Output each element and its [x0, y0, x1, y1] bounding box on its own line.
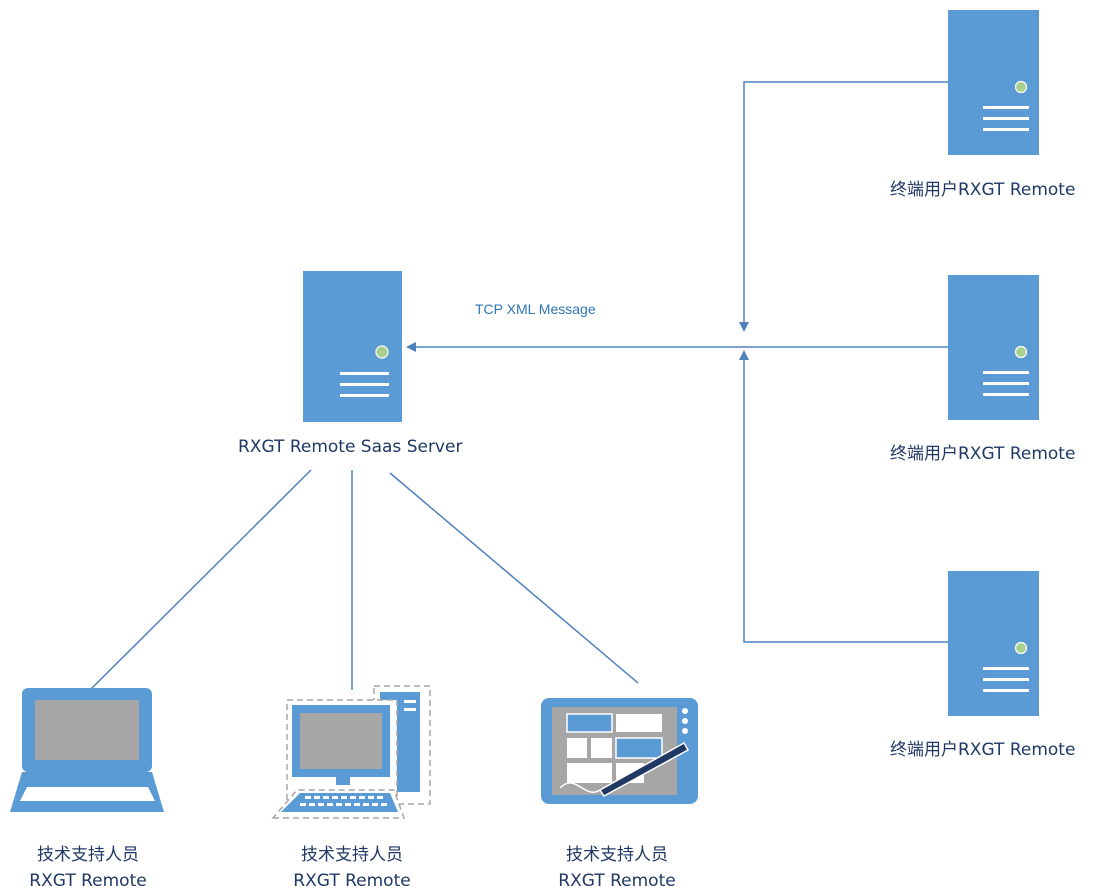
support-role-label: 技术支持人员 — [566, 845, 668, 865]
connector-end-user-1 — [739, 81, 948, 332]
central-server-icon — [303, 271, 402, 422]
end-user-connectors — [406, 81, 995, 643]
support-role-label: 技术支持人员 — [37, 845, 139, 865]
end-user-label-1: 终端用户RXGT Remote — [890, 180, 1076, 200]
end-user-server-icon-1 — [948, 10, 1039, 155]
tablet-icon — [541, 698, 698, 804]
end-user-label-3: 终端用户RXGT Remote — [890, 740, 1076, 760]
connector-laptop — [89, 469, 312, 691]
support-label-laptop: 技术支持人员 RXGT Remote — [29, 842, 146, 894]
end-user-label-2: 终端用户RXGT Remote — [890, 444, 1076, 464]
edge-label: TCP XML Message — [475, 301, 596, 317]
support-connectors — [89, 469, 639, 691]
support-label-desktop: 技术支持人员 RXGT Remote — [293, 842, 410, 894]
support-app-label: RXGT Remote — [558, 871, 676, 891]
end-user-server-icon-3 — [948, 571, 1039, 716]
end-user-server-icon-2 — [948, 275, 1039, 420]
support-label-tablet: 技术支持人员 RXGT Remote — [558, 842, 675, 894]
central-server-label: RXGT Remote Saas Server — [238, 437, 463, 457]
connector-tablet — [389, 472, 639, 684]
support-role-label: 技术支持人员 — [301, 845, 403, 865]
connector-end-user-3 — [739, 350, 948, 643]
support-app-label: RXGT Remote — [29, 871, 147, 891]
desktop-computer-icon — [271, 685, 431, 819]
support-app-label: RXGT Remote — [293, 871, 411, 891]
laptop-icon — [10, 688, 164, 812]
